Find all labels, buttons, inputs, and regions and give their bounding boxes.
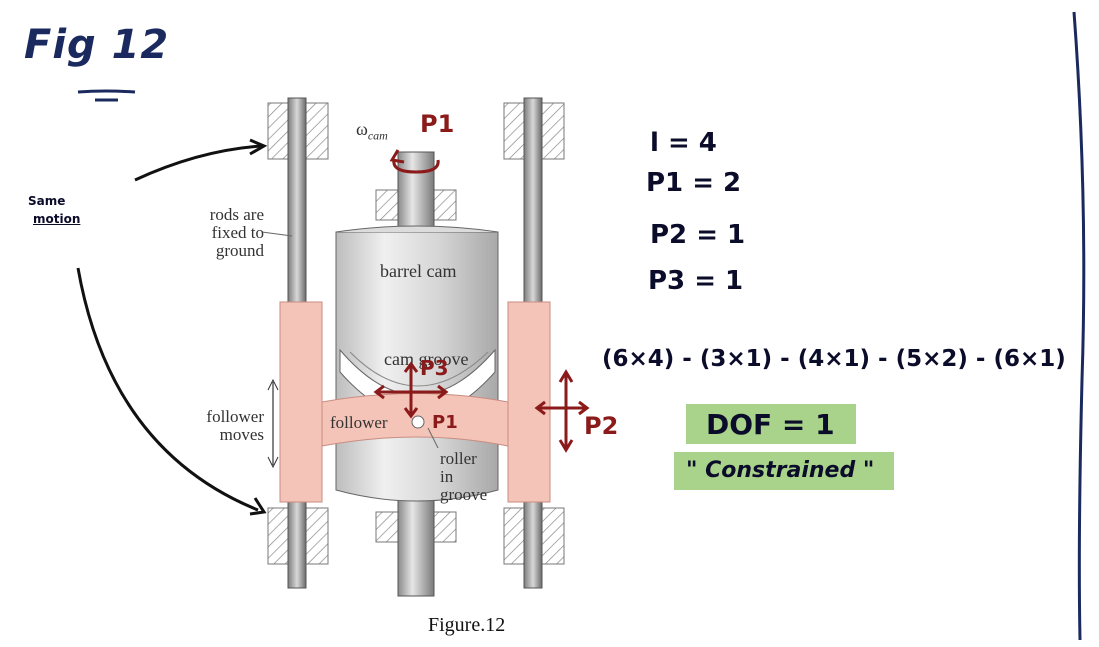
roller-label-line1: roller (440, 449, 477, 468)
rods-label-line2: fixed to (211, 223, 264, 242)
omega-label: ωcam (356, 119, 388, 143)
follower-moves-line2: moves (219, 425, 264, 444)
roller-label-line2: in (440, 467, 454, 486)
arrow-to-bottom-support (76, 267, 259, 512)
p3-label: P3 (420, 356, 449, 380)
eq-p2: P2 = 1 (650, 220, 746, 250)
eq-p1: P1 = 2 (646, 168, 742, 198)
eq-p3: P3 = 1 (648, 266, 744, 296)
cam-shaft-bottom (397, 499, 435, 597)
eq-formula: (6×4) - (3×1) - (4×1) - (5×2) - (6×1) (602, 346, 1066, 372)
p1-mid-label: P1 (432, 412, 458, 433)
follower-moves-line1: follower (206, 407, 264, 426)
arrow-to-top-support (134, 144, 263, 182)
figure-caption: Figure.12 (428, 614, 506, 636)
side-note-line1: Same (28, 194, 66, 208)
barrel-cam-label: barrel cam (380, 261, 457, 281)
left-follower-sleeve (279, 301, 323, 503)
roller-label-line3: groove (440, 485, 488, 504)
dof-highlight (686, 404, 856, 444)
constrained-highlight (674, 452, 894, 490)
eq-dof: DOF = 1 (706, 408, 835, 441)
follower-moves-label: follower moves (180, 408, 264, 444)
cam-groove-label: cam groove (384, 349, 469, 369)
rods-label-line1: rods are (209, 205, 264, 224)
p2-label: P2 (584, 412, 619, 440)
side-note-line2: motion (33, 212, 81, 226)
eq-l: l = 4 (650, 128, 717, 158)
cam-shaft-top (397, 151, 435, 235)
rods-label: rods are fixed to ground (180, 206, 264, 260)
eq-constrained: " Constrained " (686, 458, 875, 483)
follower-label: follower (330, 413, 388, 432)
roller-label: roller in groove (440, 450, 487, 504)
rotation-arrow (392, 159, 440, 174)
roller (411, 415, 425, 429)
figure-title: Fig 12 (24, 22, 170, 68)
p1-top-label: P1 (420, 110, 455, 138)
rods-label-line3: ground (215, 241, 264, 260)
